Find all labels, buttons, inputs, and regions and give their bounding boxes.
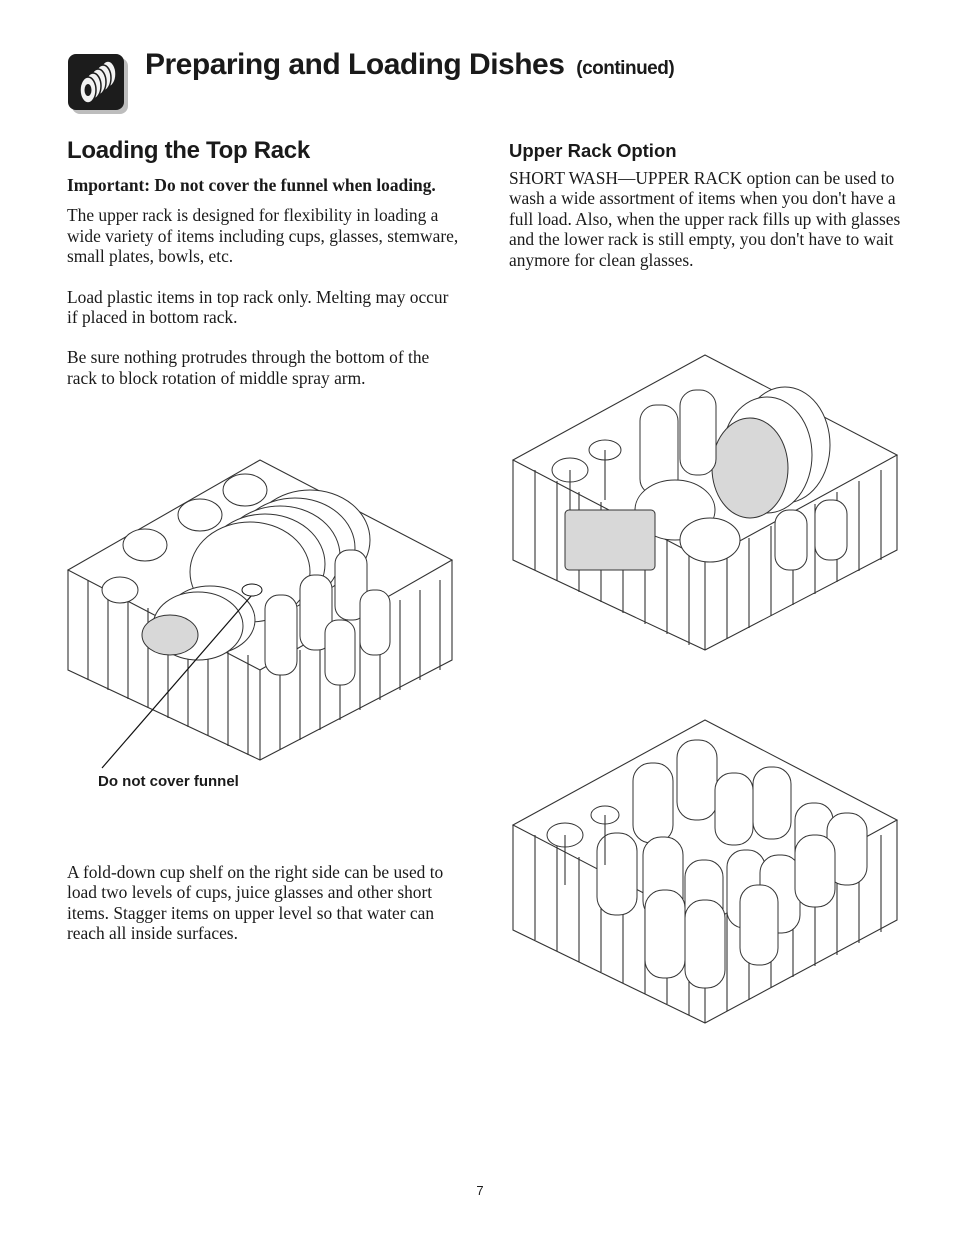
section-title: Loading the Top Rack <box>67 137 310 164</box>
subsection-title: Upper Rack Option <box>509 140 677 161</box>
protrude-warning-paragraph: Be sure nothing protrudes through the bo… <box>67 347 430 388</box>
left-column: Loading the Top Rack Important: Do not c… <box>67 137 462 408</box>
page-title-continued: (continued) <box>576 58 675 79</box>
page-number: 7 <box>476 1183 484 1198</box>
upper-rack-glasses-illustration <box>505 715 905 1035</box>
cup-shelf-paragraph: A fold-down cup shelf on the right side … <box>67 862 444 944</box>
page-title-text: Preparing and Loading Dishes <box>145 48 565 81</box>
upper-rack-mixed-illustration <box>505 350 905 660</box>
right-column: Upper Rack Option SHORT WASH—UPPER RACK … <box>509 140 904 290</box>
page-title: Preparing and Loading Dishes (continued) <box>145 48 675 82</box>
plastic-items-paragraph: Load plastic items in top rack only. Mel… <box>67 286 449 328</box>
upper-rack-option-paragraph: SHORT WASH—UPPER RACK option can be used… <box>509 168 901 270</box>
rack-flexibility-paragraph: The upper rack is designed for flexibili… <box>67 205 459 267</box>
dish-stack-icon <box>68 54 128 114</box>
important-note: Important: Do not cover the funnel when … <box>67 175 436 195</box>
funnel-callout-label: Do not cover funnel <box>98 773 239 790</box>
top-rack-illustration <box>60 450 460 770</box>
